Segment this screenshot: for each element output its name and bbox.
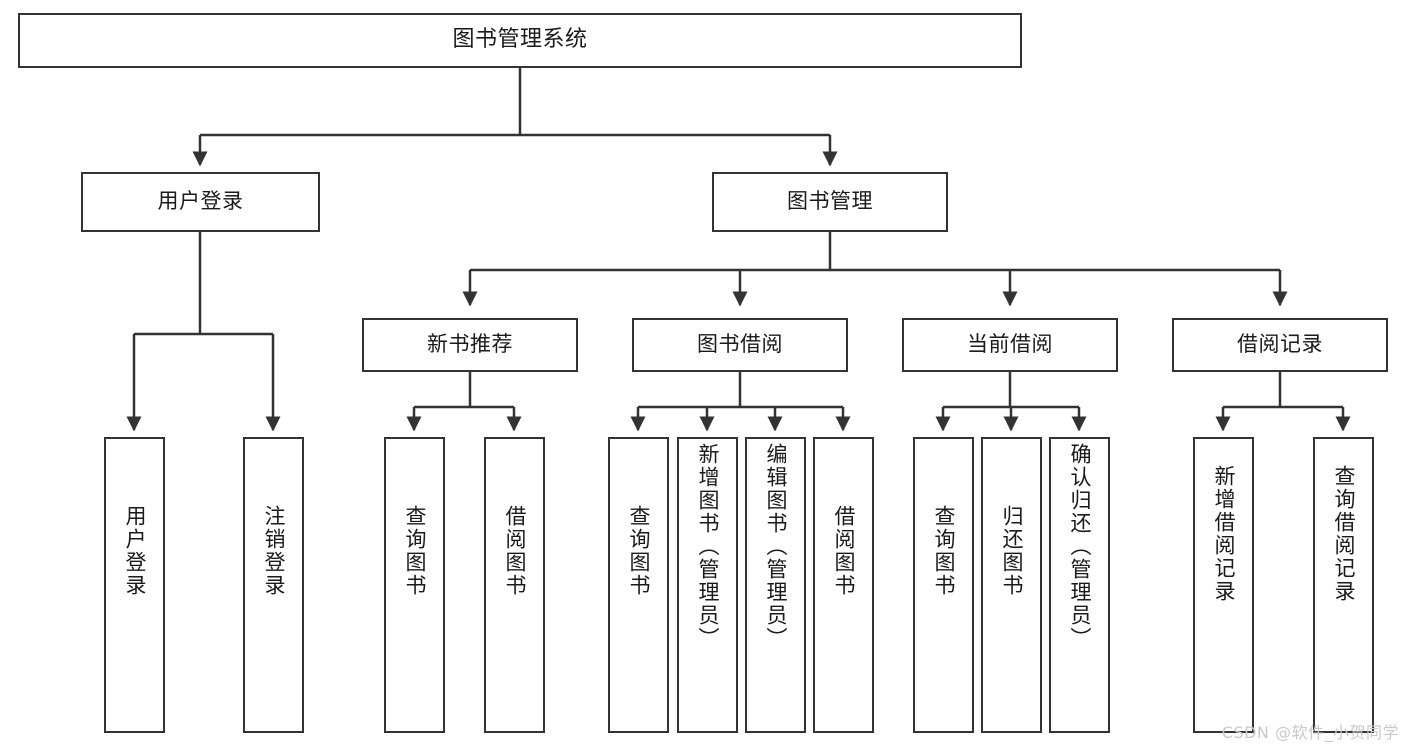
leaf-user-login-logout[interactable]: 注销登录 xyxy=(243,437,304,733)
leaf-new-book-query[interactable]: 查询图书 xyxy=(384,437,445,733)
node-label: 新增图书（管理员） xyxy=(696,443,720,650)
leaf-current-query-book[interactable]: 查询图书 xyxy=(913,437,974,733)
node-label: 新书推荐 xyxy=(427,332,513,357)
leaf-current-confirm-return[interactable]: 确认归还（管理员） xyxy=(1049,437,1110,733)
node-label: 借阅记录 xyxy=(1237,332,1323,357)
node-label: 编辑图书（管理员） xyxy=(764,443,788,650)
node-label: 用户登录 xyxy=(157,189,244,214)
node-label: 确认归还（管理员） xyxy=(1068,443,1092,650)
node-label: 图书管理 xyxy=(787,189,873,214)
node-label: 注销登录 xyxy=(262,505,286,597)
node-label: 查询图书 xyxy=(627,505,651,597)
node-label: 查询图书 xyxy=(932,505,956,597)
node-label: 当前借阅 xyxy=(967,332,1053,357)
node-label: 新增借阅记录 xyxy=(1212,465,1236,603)
leaf-borrow-edit-book[interactable]: 编辑图书（管理员） xyxy=(745,437,806,733)
node-borrow-record[interactable]: 借阅记录 xyxy=(1172,318,1388,372)
node-root-system[interactable]: 图书管理系统 xyxy=(18,13,1022,68)
node-label: 借阅图书 xyxy=(503,505,527,597)
watermark: CSDN @软件_小贺同学 xyxy=(1221,723,1399,742)
node-book-borrow[interactable]: 图书借阅 xyxy=(632,318,848,372)
node-user-login[interactable]: 用户登录 xyxy=(81,172,320,232)
node-new-book-recommend[interactable]: 新书推荐 xyxy=(362,318,578,372)
leaf-current-return-book[interactable]: 归还图书 xyxy=(981,437,1042,733)
leaf-borrow-add-book[interactable]: 新增图书（管理员） xyxy=(677,437,738,733)
node-label: 归还图书 xyxy=(1000,505,1024,597)
leaf-record-add[interactable]: 新增借阅记录 xyxy=(1193,437,1254,733)
node-book-management[interactable]: 图书管理 xyxy=(712,172,948,232)
leaf-new-book-borrow[interactable]: 借阅图书 xyxy=(484,437,545,733)
node-label: 查询图书 xyxy=(403,505,427,597)
node-label: 图书借阅 xyxy=(697,332,783,357)
leaf-borrow-borrow-book[interactable]: 借阅图书 xyxy=(813,437,874,733)
node-label: 用户登录 xyxy=(123,505,147,597)
node-label: 查询借阅记录 xyxy=(1332,465,1356,603)
leaf-user-login-login[interactable]: 用户登录 xyxy=(104,437,165,733)
node-label: 借阅图书 xyxy=(832,505,856,597)
node-label: 图书管理系统 xyxy=(452,27,588,53)
leaf-record-query[interactable]: 查询借阅记录 xyxy=(1313,437,1374,733)
leaf-borrow-query-book[interactable]: 查询图书 xyxy=(608,437,669,733)
node-current-borrow[interactable]: 当前借阅 xyxy=(902,318,1118,372)
